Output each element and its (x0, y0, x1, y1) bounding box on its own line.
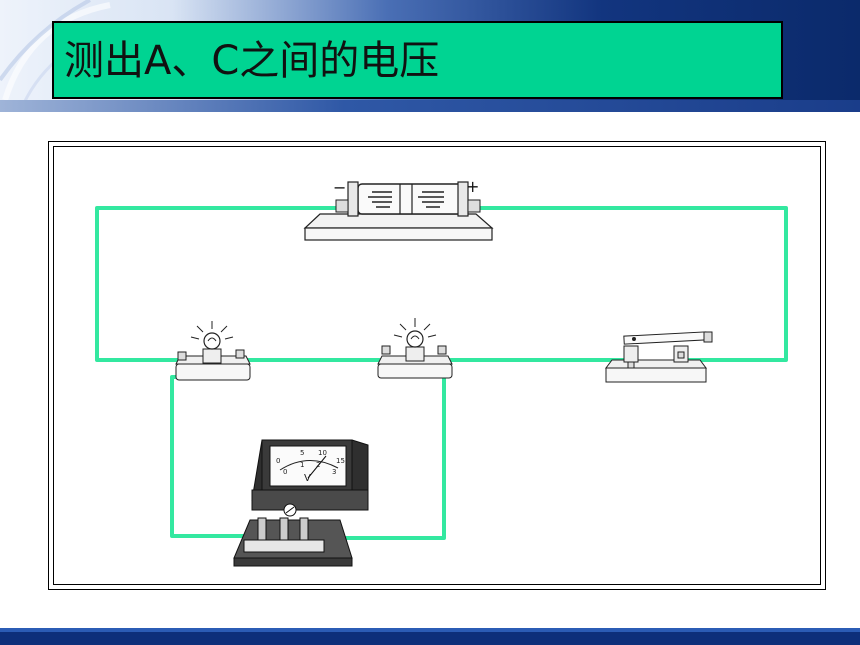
voltmeter-scale-top-2: 10 (318, 449, 327, 457)
footer-band (0, 628, 860, 645)
voltmeter-scale-top-3: 15 (336, 457, 345, 465)
slide-title: 测出A、C之间的电压 (64, 38, 440, 84)
footer-highlight (0, 628, 860, 632)
wire-voltmeter-left (170, 360, 262, 538)
knife-switch (605, 331, 713, 383)
battery-plus-label: + (466, 177, 479, 196)
voltmeter-scale-bottom-3: 3 (332, 468, 336, 476)
battery-holder: − + (303, 177, 494, 241)
voltmeter-unit-label: V (304, 473, 311, 484)
bulb-rays-icon (190, 321, 234, 340)
voltmeter-scale-top-1: 5 (300, 449, 304, 457)
voltmeter-scale-top-0: 0 (276, 457, 280, 465)
wire-voltmeter-right (306, 360, 446, 540)
voltmeter: 0 5 10 15 0 1 2 3 V (233, 439, 369, 567)
title-box: 测出A、C之间的电压 (52, 21, 783, 99)
lamp-left (175, 321, 251, 381)
voltmeter-scale-bottom-0: 0 (283, 468, 287, 476)
battery-minus-label: − (333, 178, 346, 197)
diagram-frame-inner (53, 146, 821, 585)
wire-main-loop (95, 206, 788, 362)
lamp-right (377, 318, 453, 379)
bulb-rays-icon (393, 318, 437, 338)
voltmeter-scale-bottom-1: 1 (300, 461, 304, 469)
header-strip (0, 100, 860, 112)
